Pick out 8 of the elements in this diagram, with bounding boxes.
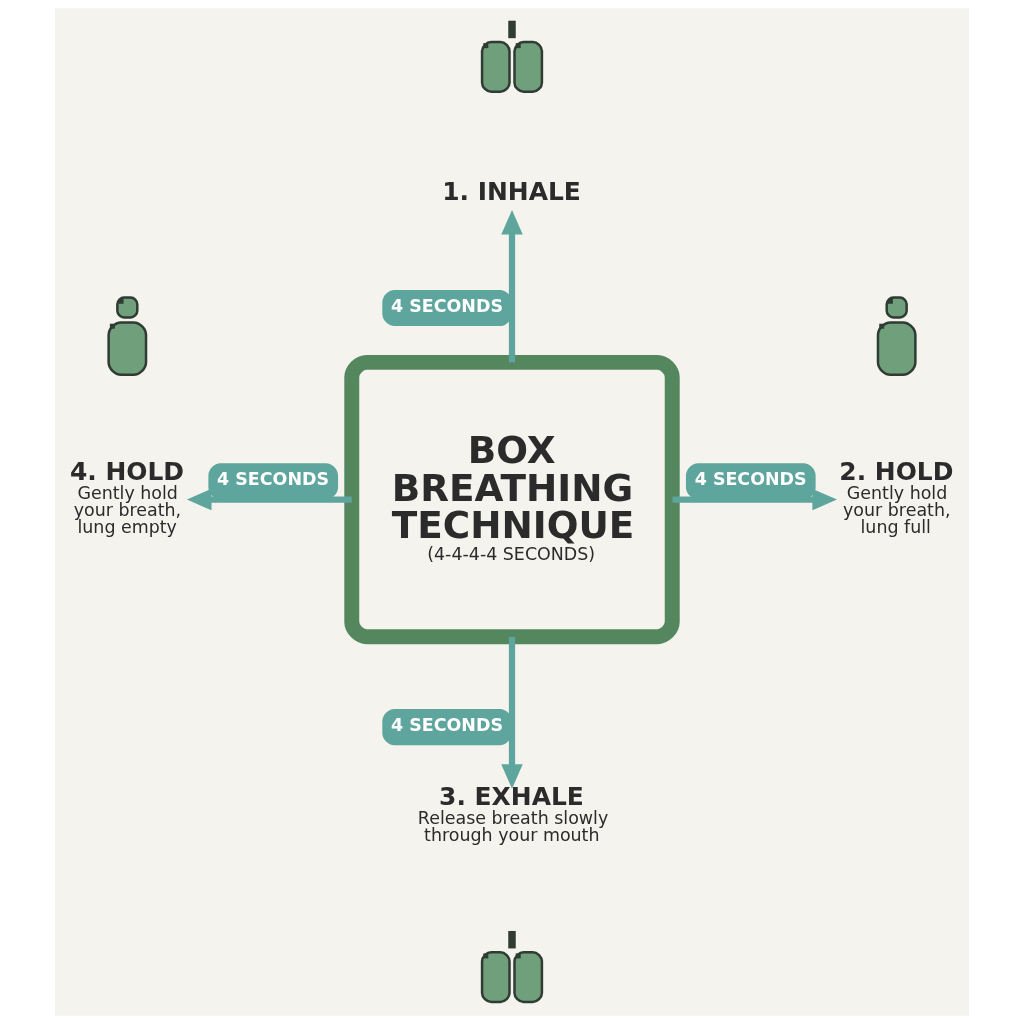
edge-label: 4 SECONDS (391, 715, 503, 736)
node-text: 2. HOLD Gently hold your breath, lung full (839, 456, 954, 538)
node-text: 4. HOLD Gently hold your breath, lung empty (69, 456, 185, 538)
edge-label: 4 SECONDS (217, 469, 330, 490)
edge-label: 4 SECONDS (694, 469, 807, 490)
node-text: 3. EXHALE Release breath slowly through your mouth (417, 782, 609, 846)
edge-label: 4 SECONDS (391, 296, 503, 317)
node-text: 1. INHALE (442, 177, 581, 207)
